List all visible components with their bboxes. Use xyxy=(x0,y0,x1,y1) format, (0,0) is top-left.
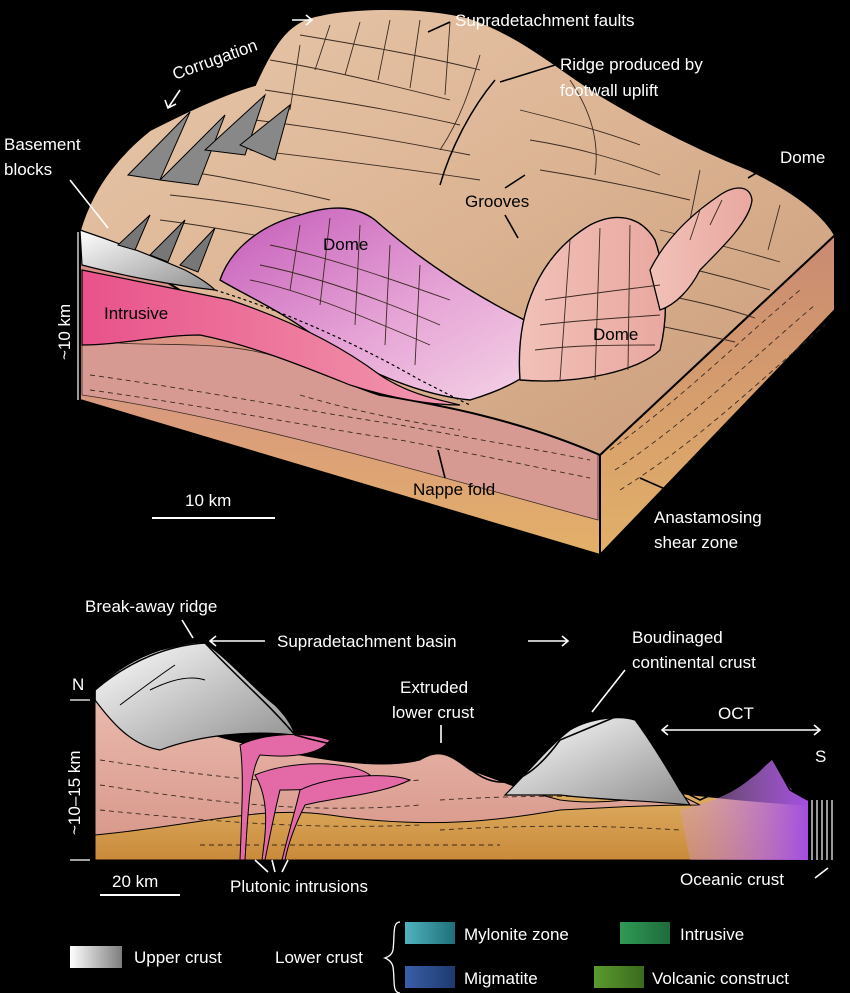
dome-lower-lines xyxy=(534,199,723,381)
label-extruded-2: lower crust xyxy=(392,703,474,722)
label-supradetachment-faults: Supradetachment faults xyxy=(455,11,635,30)
basement-blocks xyxy=(79,93,291,291)
arrow-oct xyxy=(660,724,822,736)
arrow-basin-right xyxy=(528,635,570,647)
legend-lower-crust: Lower crust xyxy=(275,948,363,967)
arrow-nappe xyxy=(437,449,446,479)
legend-swatch-intrusive xyxy=(620,922,670,944)
label-extruded-1: Extruded xyxy=(400,678,468,697)
label-scale-top: 10 km xyxy=(185,491,231,510)
arrow-oceanic xyxy=(814,867,829,879)
arrow-grooves-down xyxy=(504,214,519,239)
dome-center-lines xyxy=(249,217,451,366)
arrow-ridge xyxy=(499,64,556,83)
label-north: N xyxy=(72,675,84,694)
arrow-supradetachment xyxy=(427,21,451,33)
intrusive-body xyxy=(81,269,461,406)
cross-section xyxy=(94,641,833,861)
legend-upper-crust: Upper crust xyxy=(134,948,222,967)
legend-migmatite: Migmatite xyxy=(464,969,538,988)
arrow-boudinaged xyxy=(591,669,626,713)
legend-mylonite: Mylonite zone xyxy=(464,925,569,944)
label-corrugation: Corrugation xyxy=(170,36,260,84)
arrow-grooves-up xyxy=(504,174,526,189)
label-basement-1: Basement xyxy=(4,135,81,154)
arrow-plutonic xyxy=(254,859,289,873)
section-oct xyxy=(680,760,808,860)
detachment-line xyxy=(214,289,471,406)
legend-swatch-volcanic xyxy=(594,966,644,988)
arrow-dome-right xyxy=(747,161,776,179)
dome-lower-body xyxy=(518,216,667,382)
arrow-breakaway xyxy=(181,619,194,639)
label-dome-lower: Dome xyxy=(593,325,638,344)
label-intrusive: Intrusive xyxy=(104,304,168,323)
legend: Upper crust Lower crust Mylonite zone In… xyxy=(70,921,789,993)
label-breakaway: Break-away ridge xyxy=(85,597,217,616)
label-dome-center: Dome xyxy=(323,235,368,254)
label-south: S xyxy=(815,747,826,766)
label-depth-top: ~10 km xyxy=(55,304,74,360)
label-oct: OCT xyxy=(718,704,754,723)
block-diagram xyxy=(78,8,837,558)
arrow-corrugation-down xyxy=(164,89,181,110)
label-ridge-1: Ridge produced by xyxy=(560,55,703,74)
label-dome-right: Dome xyxy=(780,148,825,167)
arrow-basin-left xyxy=(208,635,265,647)
section-surface xyxy=(94,642,809,801)
label-oceanic: Oceanic crust xyxy=(680,870,784,889)
label-shear-1: Anastamosing xyxy=(654,508,762,527)
label-grooves: Grooves xyxy=(465,192,529,211)
dome-right-body xyxy=(649,187,753,311)
arrow-basement xyxy=(69,179,109,229)
label-scale-bottom: 20 km xyxy=(112,872,158,891)
label-boudinaged-1: Boudinaged xyxy=(632,628,723,647)
bottom-labels: Break-away ridge Supradetachment basin B… xyxy=(65,597,829,896)
label-depth-bottom: ~10–15 km xyxy=(65,750,84,835)
legend-brace xyxy=(382,921,401,993)
label-boudinaged-2: continental crust xyxy=(632,653,756,672)
section-upper-crust-left xyxy=(94,641,296,751)
legend-swatch-migmatite xyxy=(405,966,455,988)
label-plutonic: Plutonic intrusions xyxy=(230,877,368,896)
label-basement-2: blocks xyxy=(4,160,52,179)
depth-bar-bottom xyxy=(70,699,90,861)
label-ridge-2: footwall uplift xyxy=(560,81,659,100)
label-nappe-fold: Nappe fold xyxy=(413,480,495,499)
label-shear-2: shear zone xyxy=(654,533,738,552)
legend-swatch-upper-crust xyxy=(70,946,122,968)
section-upper-crust-right xyxy=(503,717,692,806)
ridge-crest xyxy=(439,79,496,186)
arrow-shear xyxy=(639,449,716,506)
legend-swatch-mylonite xyxy=(405,922,455,944)
legend-volcanic: Volcanic construct xyxy=(652,969,789,988)
upper-crust-faults xyxy=(119,664,206,706)
oceanic-crust-hatch xyxy=(811,800,833,860)
legend-intrusive: Intrusive xyxy=(680,925,744,944)
plutonic-intrusions xyxy=(239,734,412,861)
shear-zone-lines xyxy=(89,289,826,491)
label-basin: Supradetachment basin xyxy=(277,632,457,651)
arrow-corrugation-right xyxy=(292,14,314,26)
